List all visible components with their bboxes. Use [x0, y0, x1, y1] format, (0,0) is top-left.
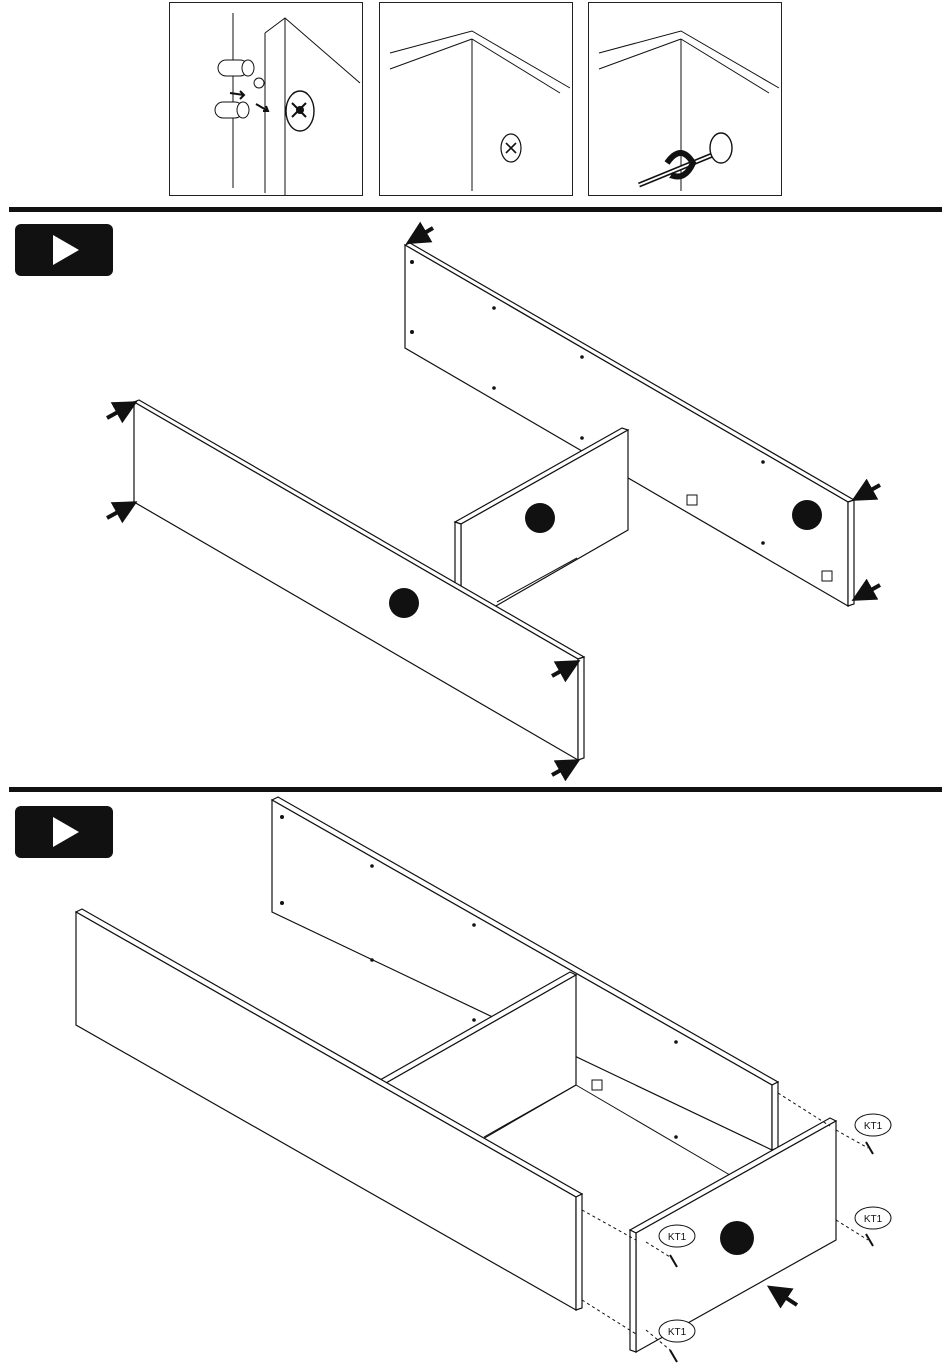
kt1-label: KT1	[659, 1320, 695, 1342]
part-marker-dot	[792, 500, 822, 530]
side-panel	[630, 1118, 836, 1352]
screw-icon	[670, 1142, 873, 1362]
kt1-label: KT1	[659, 1225, 695, 1247]
back-panel	[272, 797, 778, 1150]
back-panel	[405, 243, 854, 606]
svg-text:KT1: KT1	[864, 1121, 883, 1132]
dowel-insert-illustration	[170, 3, 363, 196]
front-panel	[76, 909, 582, 1310]
screwdriver-icon	[639, 133, 732, 185]
part-marker-dot	[525, 503, 555, 533]
divider-panel	[455, 428, 628, 626]
detail-panel-screwdriver	[588, 2, 782, 196]
cam-fitting-icon	[592, 1080, 602, 1090]
detail-panel-dowels	[169, 2, 363, 196]
section-divider	[9, 787, 942, 792]
screwdriver-turn-illustration	[589, 3, 782, 196]
dowel-icon	[218, 60, 254, 76]
part-marker-dot	[389, 588, 419, 618]
front-panel	[134, 400, 584, 760]
svg-text:KT1: KT1	[668, 1327, 687, 1338]
panel-holes	[410, 260, 765, 545]
step-marker-badge	[15, 224, 113, 276]
kt1-label: KT1	[855, 1114, 891, 1136]
part-marker-dot	[720, 1221, 754, 1255]
cam-lock-icon	[501, 134, 521, 162]
push-arrow-icon	[777, 1292, 797, 1305]
divider-panel	[380, 972, 576, 1195]
cam-fitting-icon	[687, 495, 832, 581]
svg-text:KT1: KT1	[668, 1232, 687, 1243]
step-marker-badge	[15, 806, 113, 858]
section-divider	[9, 207, 942, 212]
screw-guide-lines	[582, 1093, 868, 1350]
svg-text:KT1: KT1	[864, 1214, 883, 1225]
detail-panel-cam-position	[379, 2, 573, 196]
dowel-icon	[215, 102, 249, 118]
play-triangle-icon	[53, 817, 79, 847]
play-triangle-icon	[53, 235, 79, 265]
push-arrow-icon	[107, 228, 880, 775]
kt1-label: KT1	[855, 1207, 891, 1229]
cam-position-illustration	[380, 3, 573, 196]
cam-lock-icon	[286, 91, 314, 131]
